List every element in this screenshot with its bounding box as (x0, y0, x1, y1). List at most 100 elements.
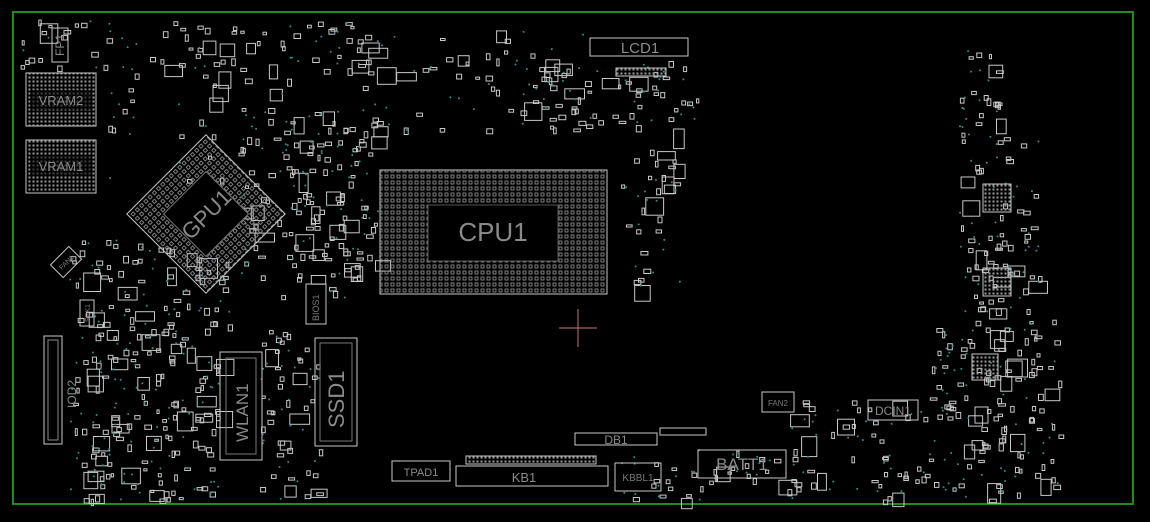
via (193, 488, 196, 491)
via (574, 98, 577, 101)
smd-footprint (91, 51, 99, 58)
smd-footprint (1040, 478, 1052, 496)
smd-footprint (343, 219, 360, 234)
smd-footprint (162, 419, 167, 423)
smd-footprint (564, 88, 585, 100)
smd-footprint (186, 347, 196, 364)
smd-footprint (1024, 234, 1031, 240)
smd-footprint (124, 294, 130, 299)
smd-footprint (200, 384, 205, 391)
via (1003, 470, 1006, 472)
via (250, 125, 253, 128)
gpu1-chip[interactable]: GPU1 (126, 134, 286, 294)
tpad1-connector[interactable]: TPAD1 (391, 460, 451, 482)
ssd1-module[interactable]: SSD1 (314, 337, 358, 447)
fp1-connector[interactable]: FP1 (51, 27, 69, 63)
smd-footprint (192, 440, 199, 449)
smd-footprint (196, 356, 213, 371)
via (242, 138, 245, 141)
via (116, 342, 119, 345)
smd-footprint (330, 273, 336, 278)
db1-label: DB1 (604, 433, 628, 447)
via (755, 473, 758, 476)
via (1014, 423, 1017, 426)
via (514, 63, 517, 66)
batt1-connector[interactable]: BATT1 (697, 449, 787, 479)
smd-footprint (571, 109, 577, 116)
smd-footprint (995, 247, 1003, 251)
smd-footprint (796, 487, 802, 493)
db1-connector[interactable]: DB1 (574, 427, 707, 447)
via (642, 63, 645, 66)
io2-connector[interactable]: IOD2 (43, 335, 79, 445)
smd-footprint (165, 434, 169, 440)
via (108, 22, 111, 25)
smd-footprint (222, 287, 230, 293)
smd-footprint (191, 426, 198, 431)
via (1012, 195, 1015, 198)
via (109, 30, 112, 33)
smd-footprint (1014, 270, 1021, 277)
via (304, 205, 306, 207)
smd-footprint (284, 485, 297, 498)
via (131, 68, 134, 71)
wlan1-module[interactable]: WLAN1 (219, 351, 263, 461)
smd-footprint (171, 490, 176, 496)
via (97, 266, 100, 269)
kbbl1-connector[interactable]: KBBL1 (614, 462, 662, 492)
smd-footprint (299, 140, 314, 154)
smd-footprint (292, 263, 298, 269)
via (112, 116, 115, 119)
vram1-chip[interactable]: VRAM1 (25, 139, 97, 194)
smd-footprint (242, 147, 246, 154)
smd-footprint (41, 31, 48, 36)
via (965, 352, 968, 355)
lcd1-connector[interactable]: LCD1 (589, 37, 689, 77)
via (115, 239, 118, 242)
via (363, 233, 366, 236)
cpu1-chip[interactable]: CPU1 (379, 169, 608, 295)
smd-footprint (344, 268, 352, 273)
smd-footprint (306, 470, 311, 476)
via (131, 473, 134, 476)
via (996, 156, 998, 159)
via (153, 258, 156, 261)
smd-footprint (831, 431, 835, 439)
smd-footprint (545, 59, 561, 73)
via (1007, 264, 1010, 267)
spk1-connector[interactable]: SPK1 (79, 299, 95, 327)
via (201, 401, 204, 404)
kb1-connector[interactable]: KB1 (455, 455, 609, 487)
via (989, 135, 992, 138)
via (134, 363, 137, 366)
via (293, 184, 295, 187)
vram2-chip[interactable]: VRAM2 (25, 72, 97, 127)
smd-footprint (851, 400, 858, 406)
smd-footprint (1017, 349, 1023, 357)
via (119, 498, 122, 501)
via (639, 284, 642, 287)
via (965, 117, 968, 120)
smd-footprint (171, 450, 176, 459)
via (633, 100, 636, 103)
smd-footprint (138, 279, 146, 284)
smd-footprint (1005, 156, 1012, 161)
via (122, 66, 125, 68)
fan1-connector[interactable]: FAN1 (49, 245, 83, 279)
via (1037, 140, 1040, 143)
via (315, 40, 318, 43)
smd-footprint (102, 375, 110, 379)
smd-footprint (656, 188, 661, 196)
smd-footprint (1053, 484, 1062, 491)
via (675, 475, 677, 478)
via (149, 335, 152, 338)
smd-footprint (967, 339, 973, 344)
via (98, 447, 101, 450)
via (253, 116, 255, 119)
dcin1-connector[interactable]: DCIN1 (867, 399, 919, 421)
smd-footprint (187, 303, 191, 311)
via (287, 349, 290, 352)
bios1-chip[interactable]: BIOS1 (305, 283, 327, 325)
via (967, 417, 970, 419)
fan2-connector[interactable]: FAN2 (761, 391, 795, 413)
